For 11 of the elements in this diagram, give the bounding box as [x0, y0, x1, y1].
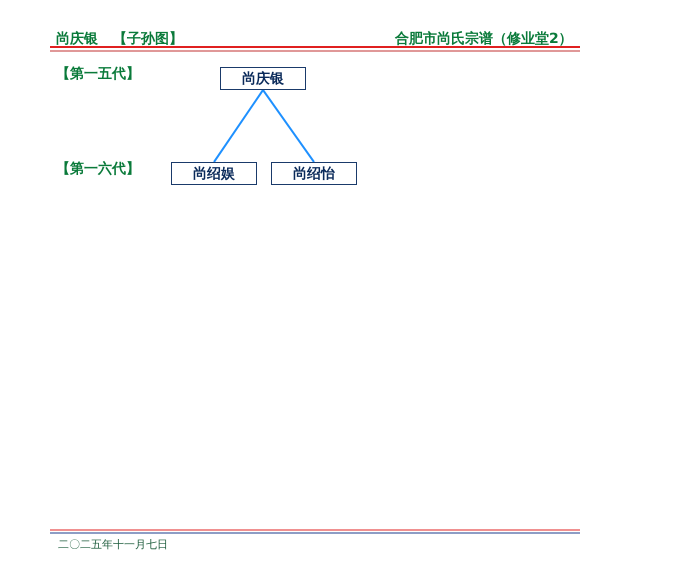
generation-label: 【第一六代】 — [56, 161, 140, 177]
genealogy-title: 合肥市尚氏宗谱（修业堂2） — [395, 31, 573, 47]
connector-line — [213, 89, 264, 163]
name-box: 尚绍怡 — [271, 162, 357, 185]
date: 二〇二五年十一月七日 — [58, 537, 168, 553]
connector-line — [262, 89, 315, 163]
name-box: 尚庆银 — [220, 67, 306, 90]
name-box: 尚绍娱 — [171, 162, 257, 185]
generation-label: 【第一五代】 — [56, 66, 140, 82]
person-name: 尚庆银 — [56, 31, 98, 47]
heading: 【子孙图】 — [113, 31, 183, 47]
